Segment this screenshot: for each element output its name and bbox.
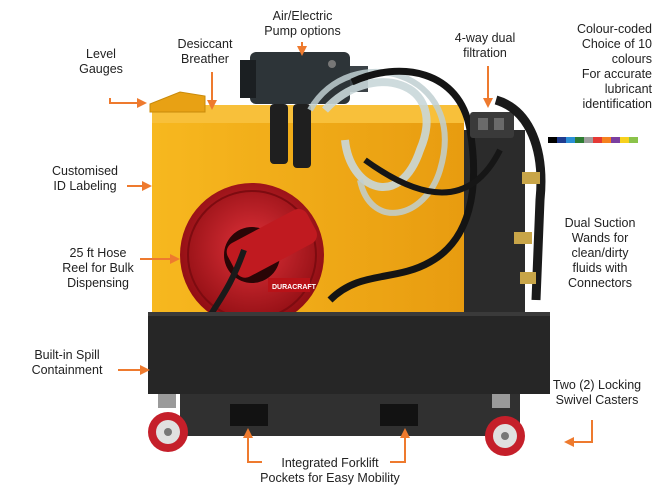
forklift-pocket-right [380, 404, 418, 426]
colour-swatch [548, 137, 557, 143]
arrow-forklift-right [390, 428, 410, 463]
brass-connectors [514, 172, 540, 284]
arrow-locking-casters [564, 420, 593, 447]
colour-swatch [584, 137, 593, 143]
colour-swatches [548, 137, 638, 143]
colour-swatch [602, 137, 611, 143]
spill-containment-tray [148, 312, 550, 394]
callout-id-labeling: Customised ID Labeling [52, 164, 118, 193]
colour-swatch [566, 137, 575, 143]
callout-desiccant-breather: Desiccant Breather [177, 37, 233, 66]
forklift-pocket-left [230, 404, 268, 426]
arrow-forklift-left [243, 428, 262, 463]
caster-left [148, 394, 188, 452]
pump-pistol-left [270, 104, 288, 164]
callout-hose-reel: 25 ft Hose Reel for Bulk Dispensing [62, 246, 134, 290]
callout-dual-filtration: 4-way dual filtration [454, 31, 516, 60]
colour-swatch [593, 137, 602, 143]
callout-locking-casters: Two (2) Locking Swivel Casters [552, 378, 642, 407]
arrow-level-gauges [109, 98, 147, 108]
callout-level-gauges: Level Gauges [79, 47, 123, 76]
reel-brand: DURACRAFT [272, 284, 317, 291]
lube-cart-illustration: DURACRAFT [148, 52, 550, 456]
callout-colour-coded: Colour-coded Choice of 10 colours For ac… [576, 22, 652, 111]
level-gauge [149, 91, 206, 113]
callout-suction-wands: Dual Suction Wands for clean/dirty fluid… [564, 216, 636, 290]
callout-forklift-pockets: Integrated Forklift Pockets for Easy Mob… [260, 456, 400, 485]
callout-spill-containment: Built-in Spill Containment [31, 348, 103, 377]
suction-wand [494, 95, 546, 301]
black-hose [327, 67, 478, 303]
clear-hose [322, 78, 431, 191]
dual-filter-head [470, 112, 514, 138]
callout-pump-options: Air/Electric Pump options [264, 9, 341, 38]
colour-swatch [620, 137, 629, 143]
colour-swatch [557, 137, 566, 143]
pump-pistol-right [293, 104, 311, 168]
caster-right [485, 394, 525, 456]
colour-swatch [611, 137, 620, 143]
colour-swatch [629, 137, 638, 143]
colour-swatch [575, 137, 584, 143]
hose-reel: DURACRAFT [180, 183, 324, 327]
callout-arrows [109, 42, 593, 463]
